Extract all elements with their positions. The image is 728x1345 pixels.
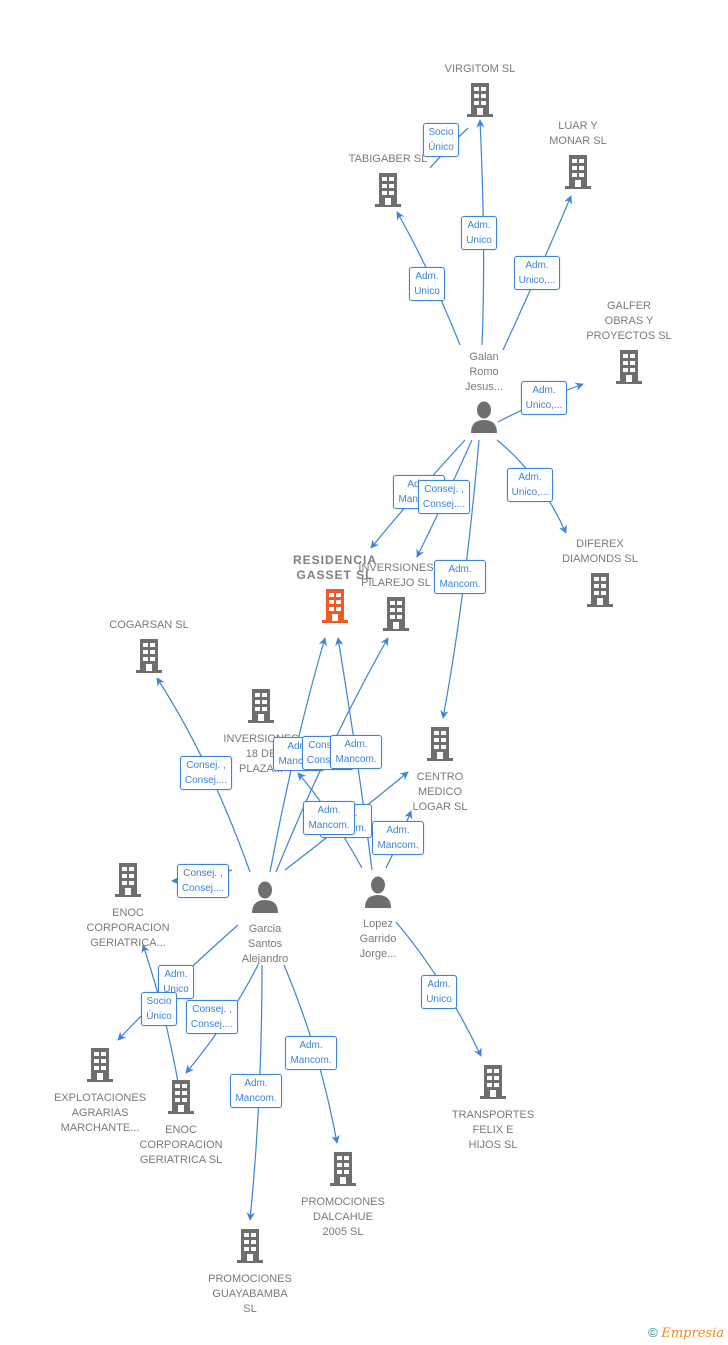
copyright-symbol: © [648,1325,658,1340]
node-label[interactable]: Galan Romo Jesus... [465,351,503,393]
node-centro[interactable]: CENTRO MEDICO LOGAR SL [375,727,505,815]
edge-label-galan-to-galfer[interactable]: Adm. Unico,... [520,381,568,415]
edge-label-lopez-to-transportes[interactable]: Adm. Unico [421,975,457,1009]
building-icon [278,1152,408,1191]
node-explot[interactable]: EXPLOTACIONES AGRARIAS MARCHANTE... [35,1048,165,1136]
edge-label-garcia-to-dalcahue[interactable]: Adm. Mancom. [285,1036,337,1070]
edge-label-lopez-to-centro[interactable]: Adm. Mancom. [372,821,424,855]
node-galfer[interactable]: GALFER OBRAS Y PROYECTOS SL [564,299,694,389]
node-dalcahue[interactable]: PROMOCIONES DALCAHUE 2005 SL [278,1152,408,1240]
node-label[interactable]: ENOC CORPORACION GERIATRICA... [86,907,170,949]
node-label[interactable]: GALFER OBRAS Y PROYECTOS SL [586,300,672,342]
node-enoc2[interactable]: ENOC CORPORACION GERIATRICA SL [116,1080,246,1168]
building-icon [270,589,400,628]
building-icon [513,155,643,194]
node-label[interactable]: DIFEREX DIAMONDS SL [562,538,638,565]
node-label[interactable]: Garcia Santos Alejandro [241,923,289,965]
node-label[interactable]: EXPLOTACIONES AGRARIAS MARCHANTE... [53,1092,147,1134]
node-luar[interactable]: LUAR Y MONAR SL [513,119,643,194]
edge-label-galan-to-virgitom[interactable]: Adm. Unico [461,216,497,250]
node-label[interactable]: PROMOCIONES DALCAHUE 2005 SL [301,1196,385,1238]
node-label[interactable]: Lopez Garrido Jorge... [359,918,397,960]
node-diferex[interactable]: DIFEREX DIAMONDS SL [535,537,665,612]
node-enoc1[interactable]: ENOC CORPORACION GERIATRICA... [63,863,193,951]
node-label[interactable]: CENTRO MEDICO LOGAR SL [412,771,468,813]
person-icon [200,881,330,918]
building-icon [375,727,505,766]
person-icon [313,876,443,913]
node-tabigaber[interactable]: TABIGABER SL [323,152,453,212]
building-icon [185,1229,315,1268]
edge-label-garcia-to-cogarsan[interactable]: Consej. , Consej.... [179,756,233,790]
node-lopez[interactable]: Lopez Garrido Jorge... [313,876,443,962]
node-cogarsan[interactable]: COGARSAN SL [84,618,214,678]
building-icon [116,1080,246,1119]
edge-label-garcia-to-enoc2[interactable]: Consej. , Consej.... [185,1000,239,1034]
building-icon [415,83,545,122]
building-icon [331,597,461,636]
footer-brand: © Empresia [648,1325,724,1341]
node-pilarejo[interactable]: INVERSIONES PILAREJO SL [331,561,461,636]
edge-label-galan-to-centro[interactable]: Adm. Mancom. [434,560,486,594]
building-icon [535,573,665,612]
edge-label-garcia-to-guayabamba[interactable]: Adm. Mancom. [230,1074,282,1108]
node-label[interactable]: INVERSIONES PILAREJO SL [358,562,434,589]
node-label[interactable]: COGARSAN SL [109,619,189,631]
node-label[interactable]: TRANSPORTES FELIX E HIJOS SL [451,1109,535,1151]
node-label[interactable]: PROMOCIONES GUAYABAMBA SL [208,1273,292,1315]
edge-label-galan-to-tabigaber[interactable]: Adm. Unico [409,267,445,301]
node-inv18[interactable]: INVERSIONES 18 DE PLAZA... [196,689,326,777]
person-icon [419,401,549,438]
building-icon [428,1065,558,1104]
node-virgitom[interactable]: VIRGITOM SL [415,62,545,122]
node-transportes[interactable]: TRANSPORTES FELIX E HIJOS SL [428,1065,558,1153]
node-galan[interactable]: Galan Romo Jesus... [419,350,549,438]
node-label[interactable]: VIRGITOM SL [444,63,516,75]
node-label[interactable]: ENOC CORPORACION GERIATRICA SL [139,1124,223,1166]
edge-label-galan-to-luar[interactable]: Adm. Unico,... [513,256,561,290]
brand-logo: Empresia [661,1326,724,1341]
building-icon [63,863,193,902]
edge-label-garcia-to-enoc1[interactable]: Consej. , Consej.... [176,864,230,898]
edge-label-galan-to-pilarejo[interactable]: Consej. , Consej.... [417,480,471,514]
building-icon [84,639,214,678]
building-icon [323,173,453,212]
node-label[interactable]: RESIDENCIA GASSET SL [292,553,377,582]
edge-label-lopez-to-residencia[interactable]: Adm. Mancom. [330,735,382,769]
edge-label-lopez-to-inv18[interactable]: Adm. Mancom. [303,801,355,835]
edge-label-tabigaber-to-virgitom[interactable]: Socio Único [423,123,459,157]
node-label[interactable]: LUAR Y MONAR SL [549,120,607,147]
edge-label-galan-to-diferex[interactable]: Adm. Unico,... [506,468,554,502]
node-residencia[interactable]: RESIDENCIA GASSET SL [270,553,400,628]
building-icon [35,1048,165,1087]
node-guayabamba[interactable]: PROMOCIONES GUAYABAMBA SL [185,1229,315,1317]
building-icon [564,350,694,389]
edge-label-enoc2-to-enoc1[interactable]: Socio Único [141,992,177,1026]
building-icon [196,689,326,728]
node-garcia[interactable]: Garcia Santos Alejandro [200,881,330,967]
